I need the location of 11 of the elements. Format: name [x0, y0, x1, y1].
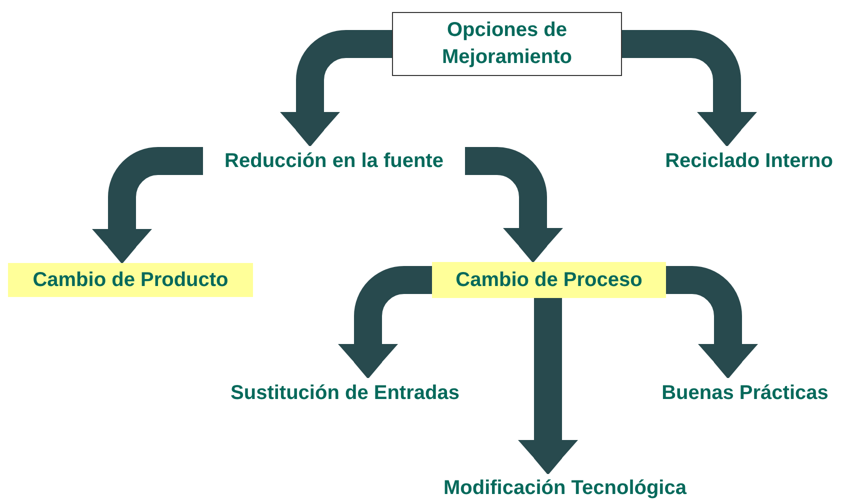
category-label: Buenas Prácticas [646, 378, 844, 408]
curved-arrow [518, 298, 578, 474]
curved-arrow [666, 266, 758, 378]
highlighted-label: Cambio de Producto [8, 263, 253, 297]
curved-arrow [338, 266, 432, 378]
category-label: Sustitución de Entradas [208, 378, 482, 408]
title-box: Opciones de Mejoramiento [392, 12, 622, 76]
highlighted-label: Cambio de Proceso [432, 262, 666, 298]
category-label: Modificación Tecnológica [420, 474, 710, 502]
category-label: Reciclado Interno [646, 146, 852, 176]
category-label: Reducción en la fuente [203, 146, 465, 176]
